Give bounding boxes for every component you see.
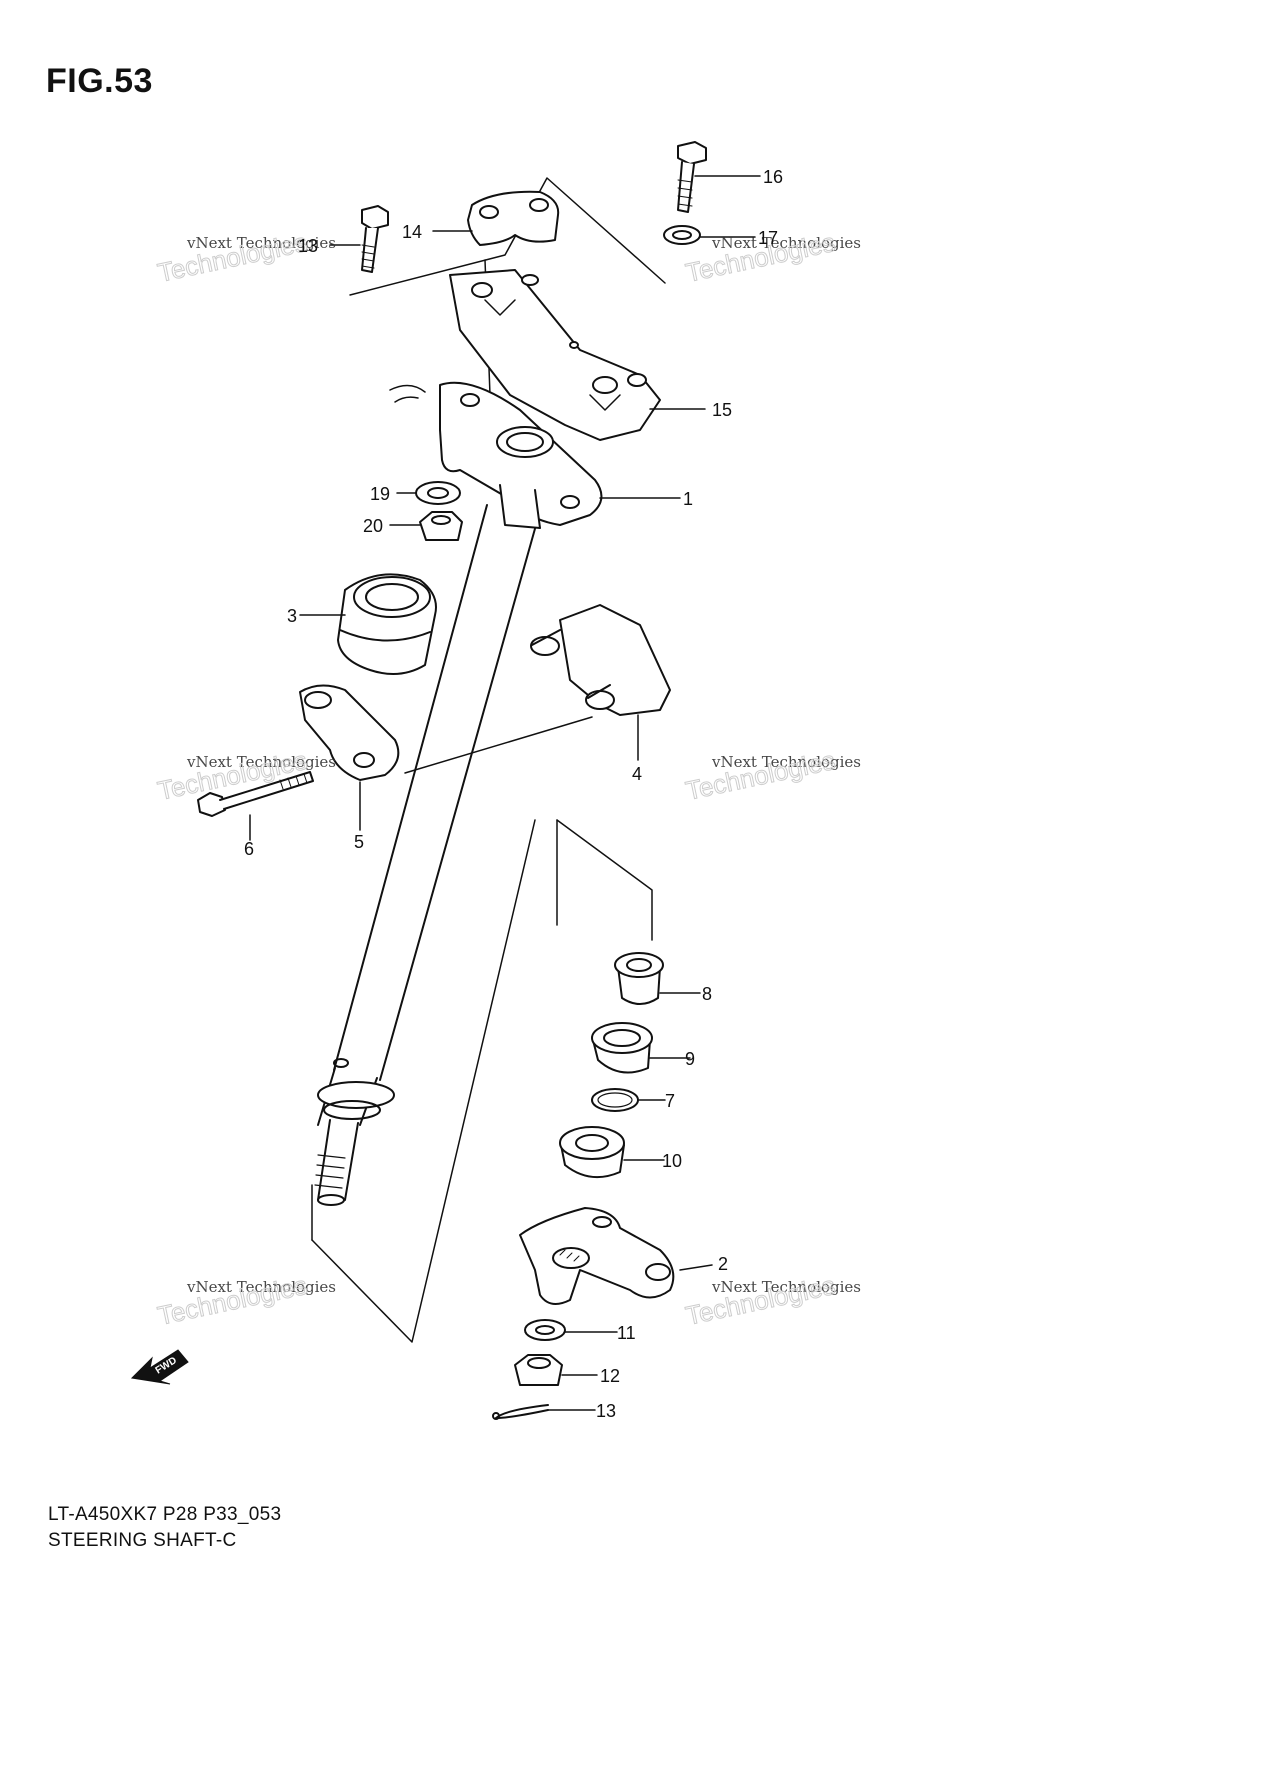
part-7-o-ring xyxy=(591,1088,639,1112)
part-17-lock-washer xyxy=(663,225,701,245)
callout-2: 2 xyxy=(718,1254,728,1274)
leader-lines xyxy=(249,175,761,1411)
callout-labels: 16 17 13 14 15 1 19 20 3 4 6 5 8 9 7 10 … xyxy=(244,167,783,1421)
part-13-upper-bolt xyxy=(361,205,389,273)
callout-16: 16 xyxy=(763,167,783,187)
part-12-nut xyxy=(514,1354,563,1386)
part-6-bolt xyxy=(197,771,314,817)
watermark-text: vNext Technologies xyxy=(711,753,861,771)
callout-12: 12 xyxy=(600,1366,620,1386)
callout-17: 17 xyxy=(758,228,778,248)
callout-9: 9 xyxy=(685,1049,695,1069)
steering-shaft xyxy=(314,504,539,1206)
caption-model-code: LT-A450XK7 P28 P33_053 xyxy=(48,1504,282,1525)
callout-3: 3 xyxy=(287,606,297,626)
callout-7: 7 xyxy=(665,1091,675,1111)
callout-13-top: 13 xyxy=(298,236,318,256)
part-15-handlebar-holder-lower xyxy=(449,269,661,441)
part-11-washer xyxy=(524,1319,566,1341)
callout-13-bottom: 13 xyxy=(596,1401,616,1421)
callout-19: 19 xyxy=(370,484,390,504)
watermark-text: vNext Technologies xyxy=(711,234,861,252)
part-4-shaft-holder xyxy=(530,604,671,716)
watermark-text: vNext Technologies xyxy=(186,234,336,252)
part-3-bushing xyxy=(337,573,437,675)
callout-1: 1 xyxy=(683,489,693,509)
part-20-nut xyxy=(419,511,463,541)
fwd-arrow-icon: FWD xyxy=(130,1349,189,1385)
part-13-cotter-pin xyxy=(492,1404,549,1420)
callout-15: 15 xyxy=(712,400,732,420)
callout-6: 6 xyxy=(244,839,254,859)
part-8-bushing xyxy=(614,952,664,1005)
callout-10: 10 xyxy=(662,1151,682,1171)
watermark-text: vNext Technologies xyxy=(186,1278,336,1296)
callout-5: 5 xyxy=(354,832,364,852)
watermark-text: vNext Technologies xyxy=(711,1278,861,1296)
part-1-upper-bracket xyxy=(389,381,603,529)
part-10-bearing-cup xyxy=(559,1126,625,1179)
part-9-bearing xyxy=(591,1022,653,1074)
callout-8: 8 xyxy=(702,984,712,1004)
part-16-bolt xyxy=(677,141,707,213)
watermark-text: vNext Technologies xyxy=(186,753,336,771)
callout-11: 11 xyxy=(617,1323,636,1343)
callout-20: 20 xyxy=(363,516,383,536)
part-14-handlebar-holder-upper xyxy=(467,190,560,246)
callout-4: 4 xyxy=(632,764,642,784)
part-2-lower-bracket xyxy=(519,1207,675,1305)
caption-part-name: STEERING SHAFT-C xyxy=(48,1530,237,1551)
part-19-washer xyxy=(415,481,461,505)
figure-title: FIG.53 xyxy=(46,62,153,100)
callout-14: 14 xyxy=(402,222,422,242)
part-5-holder-half xyxy=(299,684,400,781)
